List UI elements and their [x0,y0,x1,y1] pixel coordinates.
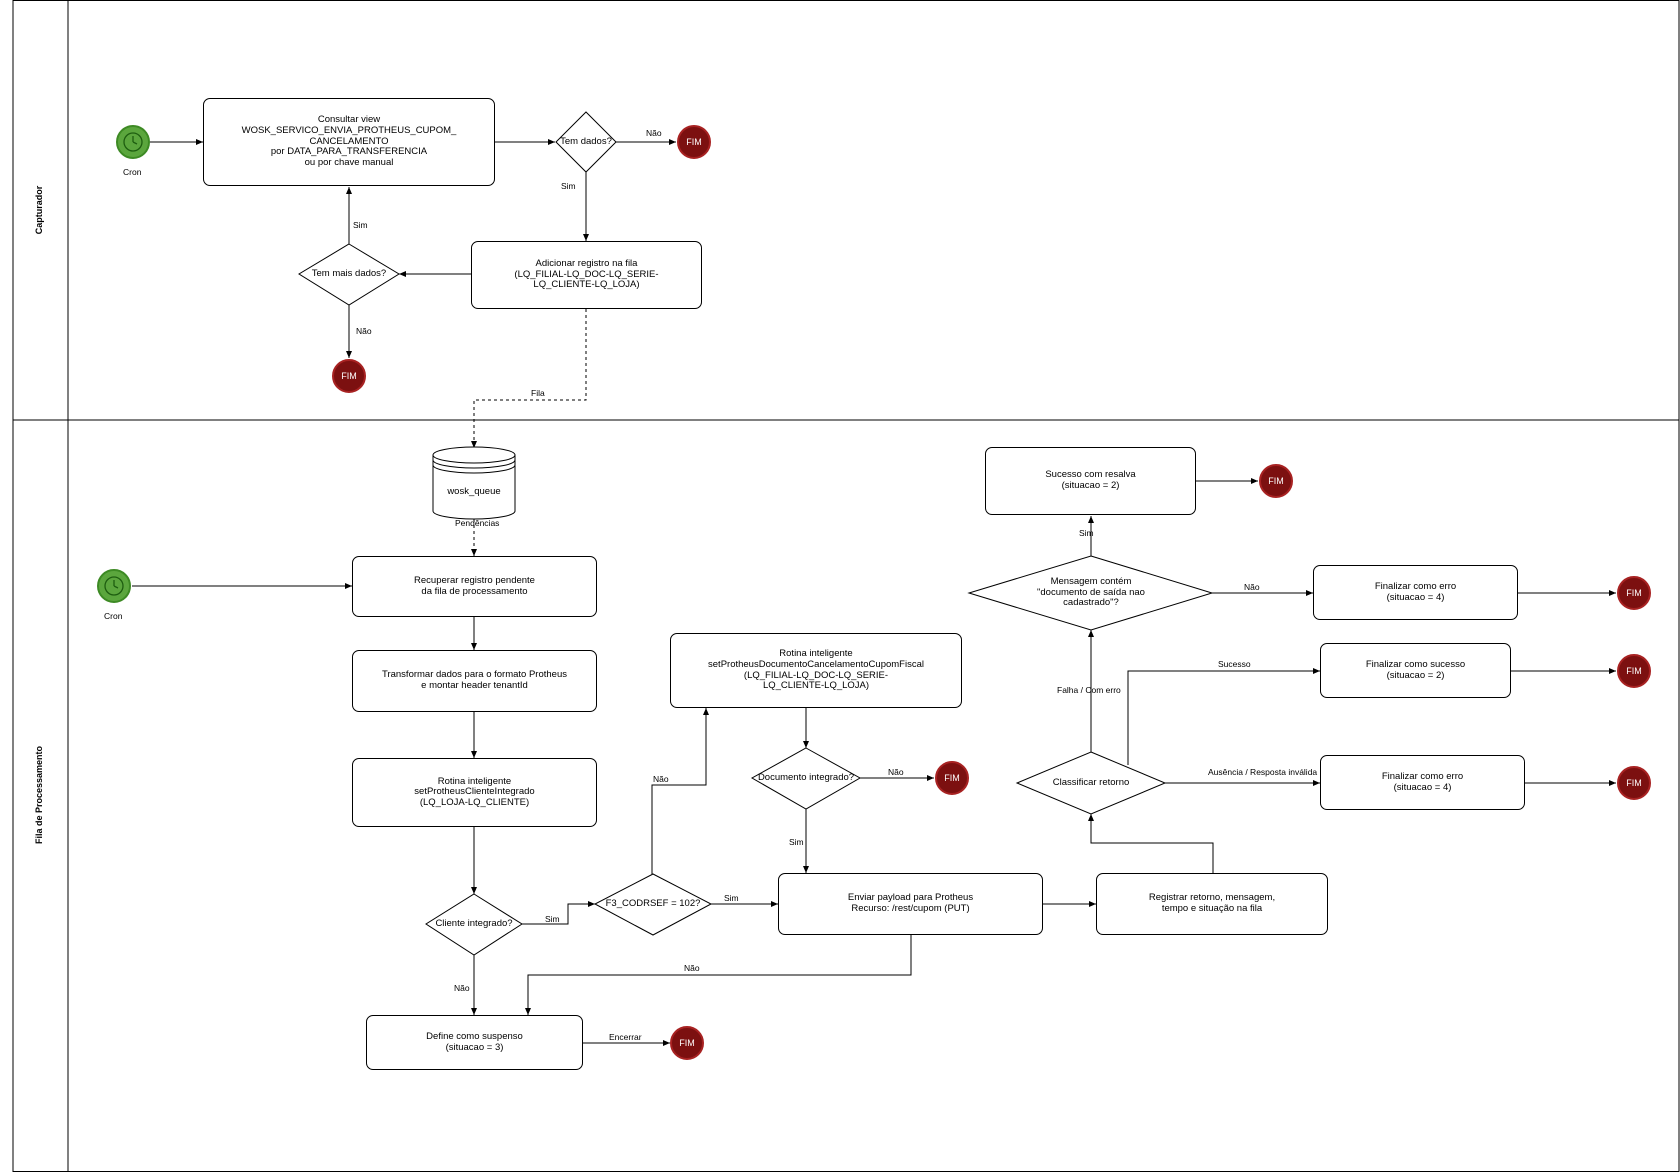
decision-label: Documento integrado? [757,771,855,783]
clock-icon [123,132,143,152]
edge-label-nao: Não [356,326,372,336]
task-finalizar-erro[interactable]: Finalizar como erro (situacao = 4) [1320,755,1525,810]
edge-label-nao: Não [888,767,904,777]
clock-icon [104,576,124,596]
end-event-fim[interactable]: FIM [1617,766,1651,800]
end-event-fim[interactable]: FIM [935,761,969,795]
edge-fila-dashed [471,309,587,448]
edge-enviar-suspenso [525,935,912,1015]
edge-label-sim: Sim [724,893,739,903]
decision-f3-codrsef [593,873,713,936]
task-define-suspenso[interactable]: Define como suspenso (situacao = 3) [366,1015,583,1070]
task-rotina-cliente[interactable]: Rotina inteligente setProtheusClienteInt… [352,758,597,827]
decision-label: Tem mais dados? [311,267,387,279]
decision-label: Cliente integrado? [435,917,513,929]
end-event-fim[interactable]: FIM [670,1026,704,1060]
end-event-fim[interactable]: FIM [677,125,711,159]
end-event-fim[interactable]: FIM [1259,464,1293,498]
edge-label-fila: Fila [531,388,545,398]
decision-label: F3_CODRSEF = 102? [605,897,701,909]
decision-mensagem-contem [967,555,1214,631]
decision-tem-mais-dados [298,243,400,306]
decision-label: Tem dados? [560,135,612,147]
end-event-fim[interactable]: FIM [1617,654,1651,688]
task-adicionar-registro[interactable]: Adicionar registro na fila (LQ_FILIAL-LQ… [471,241,702,309]
edge-label-sim: Sim [789,837,804,847]
task-finalizar-erro[interactable]: Finalizar como erro (situacao = 4) [1313,565,1518,620]
edge-label-nao: Não [454,983,470,993]
start-event-cron[interactable] [116,125,150,159]
task-registrar-retorno[interactable]: Registrar retorno, mensagem, tempo e sit… [1096,873,1328,935]
lane-title-capturador: Capturador [34,185,44,235]
edge-registrar-classificar [1088,814,1214,873]
task-transformar-dados[interactable]: Transformar dados para o formato Protheu… [352,650,597,712]
decision-cliente-integrado [425,893,523,956]
task-consultar-view[interactable]: Consultar view WOSK_SERVICO_ENVIA_PROTHE… [203,98,495,186]
end-event-fim[interactable]: FIM [1617,576,1651,610]
decision-documento-integrado [750,747,862,810]
edge-label-nao: Não [684,963,700,973]
edge-label-sim: Sim [545,914,560,924]
edge-label-ausencia: Ausência / Resposta inválida [1208,767,1318,777]
edge-label-nao: Não [1244,582,1260,592]
queue-label: wosk_queue [447,486,501,497]
start-event-cron[interactable] [97,569,131,603]
start-label: Cron [104,611,123,621]
decision-label: Classificar retorno [1052,776,1130,788]
edge-label-sim: Sim [353,220,368,230]
start-label: Cron [123,167,142,177]
edge-label-sim: Sim [561,181,576,191]
decision-label: Mensagem contém "documento de saída nao … [1037,575,1145,609]
edge-label-sucesso: Sucesso [1218,659,1251,669]
task-sucesso-ressalva[interactable]: Sucesso com resalva (situacao = 2) [985,447,1196,515]
task-finalizar-sucesso[interactable]: Finalizar como sucesso (situacao = 2) [1320,643,1511,698]
decision-tem-dados [555,111,617,173]
decision-classificar-retorno [1015,751,1167,815]
task-rotina-documento[interactable]: Rotina inteligente setProtheusDocumentoC… [670,633,962,708]
edge-label-falha: Falha / Com erro [1057,685,1121,695]
task-enviar-payload[interactable]: Enviar payload para Protheus Recurso: /r… [778,873,1043,935]
edge-label-encerrar: Encerrar [609,1032,642,1042]
edge-label-nao: Não [653,774,669,784]
edge-label-nao: Não [646,128,662,138]
edge-label-pendencias: Pendências [455,518,500,528]
database-cylinder [432,446,516,520]
end-event-fim[interactable]: FIM [332,359,366,393]
edge-f3-rotinadoc [651,708,709,874]
lane-title-fila: Fila de Processamento [34,745,44,845]
task-recuperar-registro[interactable]: Recuperar registro pendente da fila de p… [352,556,597,617]
edge-cliente-f3 [522,901,595,925]
edge-classificar-sucesso [1127,668,1320,765]
edge-label-sim: Sim [1079,528,1094,538]
